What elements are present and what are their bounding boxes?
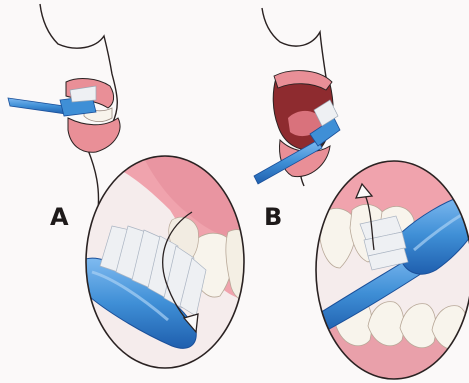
toothbrush-icon bbox=[8, 86, 96, 116]
face-a-lower-lip bbox=[68, 118, 120, 152]
panel-label-a: A bbox=[50, 203, 69, 231]
face-b bbox=[254, 8, 340, 186]
panel-label-b: B bbox=[264, 203, 282, 231]
closeup-a bbox=[76, 150, 252, 368]
face-a bbox=[8, 4, 120, 210]
closeup-b bbox=[310, 160, 469, 383]
